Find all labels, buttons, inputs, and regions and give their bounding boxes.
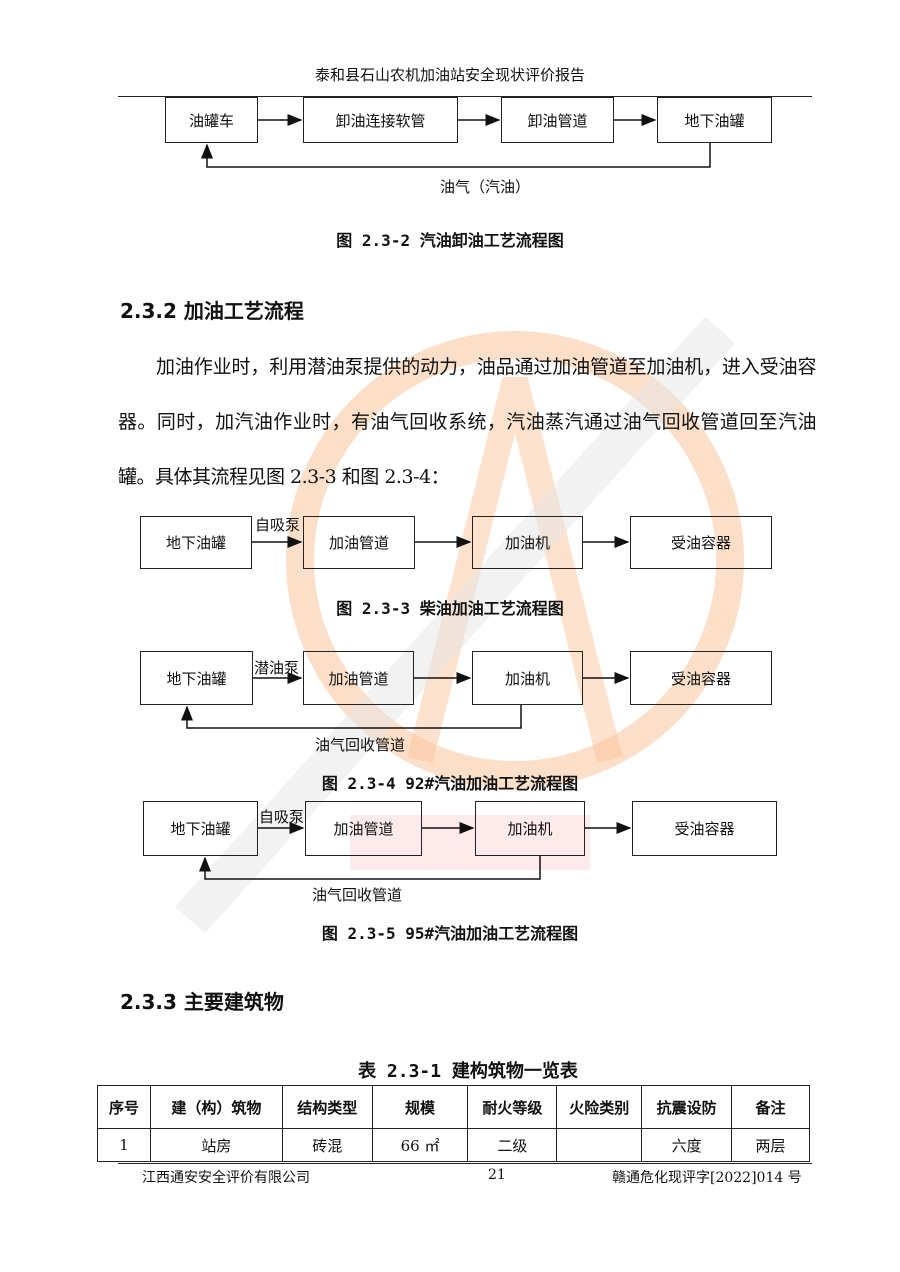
flow-box-unload-hose: 卸油连接软管 bbox=[303, 97, 458, 143]
col-header: 建（构）筑物 bbox=[149, 1085, 283, 1129]
figure-caption: 图 2.3-4 92#汽油加油工艺流程图 bbox=[321, 774, 579, 793]
flow-box-fuel-pipe: 加油管道 bbox=[303, 651, 414, 705]
header-rule bbox=[118, 96, 812, 97]
col-header: 结构类型 bbox=[281, 1085, 373, 1129]
figure-caption: 图 2.3-5 95#汽油加油工艺流程图 bbox=[321, 924, 579, 943]
footer-company: 江西通安安全评价有限公司 bbox=[142, 1170, 310, 1186]
footer-rule bbox=[118, 1163, 812, 1164]
flow-box-dispenser: 加油机 bbox=[472, 651, 583, 705]
running-header: 泰和县石山农机加油站安全现状评价报告 bbox=[314, 66, 585, 84]
footer-doc-number: 赣通危化现评字[2022]014 号 bbox=[612, 1170, 802, 1186]
table-cell: 砖混 bbox=[281, 1128, 373, 1162]
flow-box-receiver: 受油容器 bbox=[630, 516, 772, 569]
table-cell: 两层 bbox=[731, 1128, 810, 1162]
figure-caption: 图 2.3-3 柴油加油工艺流程图 bbox=[336, 599, 564, 618]
table-cell: 二级 bbox=[467, 1128, 558, 1162]
flow-box-tanker: 油罐车 bbox=[165, 97, 258, 143]
pump-label: 自吸泵 bbox=[259, 808, 305, 826]
flow-box-dispenser: 加油机 bbox=[475, 801, 585, 856]
pump-label: 自吸泵 bbox=[255, 516, 301, 534]
return-label: 油气（汽油） bbox=[440, 178, 531, 196]
table-header-row: 序号 建（构）筑物 结构类型 规模 耐火等级 火险类别 抗震设防 备注 bbox=[97, 1085, 810, 1129]
table-cell: 1 bbox=[97, 1128, 151, 1162]
body-paragraph: 加油作业时，利用潜油泵提供的动力，油品通过加油管道至加油机，进入受油容器。同时，… bbox=[118, 356, 817, 488]
table-cell: 66 ㎡ bbox=[371, 1128, 469, 1162]
flow-box-fuel-pipe: 加油管道 bbox=[305, 801, 422, 856]
section-heading-2-3-2: 2.3.2 加油工艺流程 bbox=[120, 299, 304, 323]
flow-box-underground-tank: 地下油罐 bbox=[657, 97, 772, 143]
col-header: 耐火等级 bbox=[467, 1085, 558, 1129]
col-header: 抗震设防 bbox=[641, 1085, 733, 1129]
page-number: 21 bbox=[488, 1167, 506, 1183]
buildings-table: 序号 建（构）筑物 结构类型 规模 耐火等级 火险类别 抗震设防 备注 1 站房… bbox=[97, 1085, 810, 1162]
section-heading-2-3-3: 2.3.3 主要建筑物 bbox=[120, 990, 284, 1014]
table-cell: 六度 bbox=[641, 1128, 733, 1162]
flow-box-receiver: 受油容器 bbox=[632, 801, 777, 856]
pump-label: 潜油泵 bbox=[254, 659, 300, 677]
return-label: 油气回收管道 bbox=[312, 886, 403, 904]
table-title: 表 2.3-1 建构筑物一览表 bbox=[358, 1061, 578, 1082]
flow-box-unload-pipe: 卸油管道 bbox=[501, 97, 614, 143]
col-header: 序号 bbox=[97, 1085, 151, 1129]
flow-box-receiver: 受油容器 bbox=[630, 651, 772, 705]
flow-box-underground-tank: 地下油罐 bbox=[140, 516, 252, 569]
col-header: 火险类别 bbox=[556, 1085, 643, 1129]
table-row: 1 站房 砖混 66 ㎡ 二级 六度 两层 bbox=[97, 1128, 810, 1162]
col-header: 备注 bbox=[731, 1085, 810, 1129]
flow-box-dispenser: 加油机 bbox=[472, 516, 583, 569]
table-cell bbox=[556, 1128, 643, 1162]
figure-caption: 图 2.3-2 汽油卸油工艺流程图 bbox=[336, 231, 564, 250]
flow-box-underground-tank: 地下油罐 bbox=[143, 801, 258, 856]
flow-box-underground-tank: 地下油罐 bbox=[140, 651, 253, 705]
table-cell: 站房 bbox=[149, 1128, 283, 1162]
col-header: 规模 bbox=[371, 1085, 469, 1129]
return-label: 油气回收管道 bbox=[315, 736, 406, 754]
flow-box-fuel-pipe: 加油管道 bbox=[303, 516, 415, 569]
